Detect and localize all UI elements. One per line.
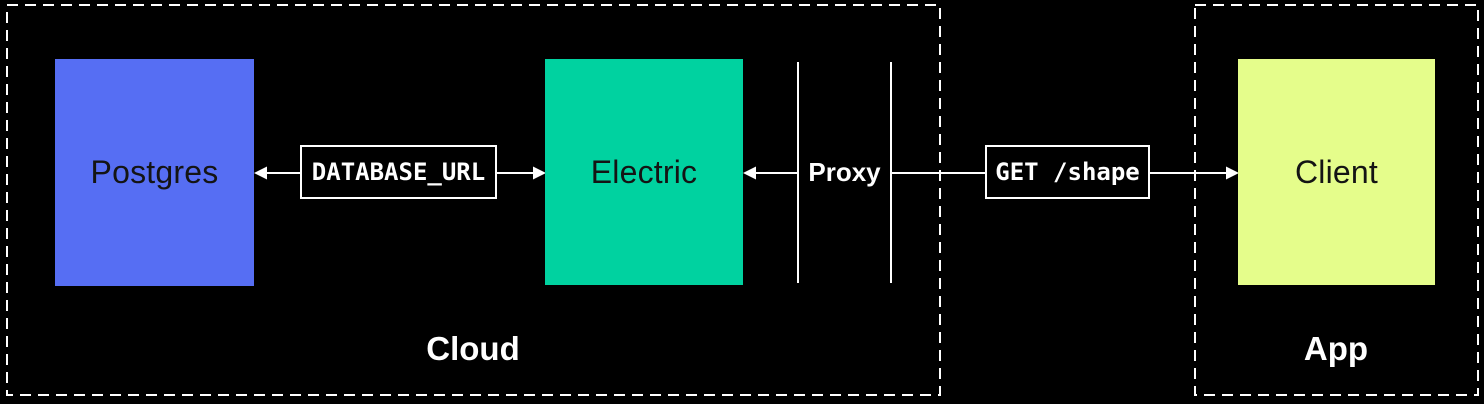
postgres-node: Postgres <box>55 59 254 286</box>
get-shape-label: GET /shape <box>995 158 1140 186</box>
arrowhead-into-electric-right <box>743 166 756 180</box>
client-node-label: Client <box>1294 153 1378 190</box>
client-node: Client <box>1238 59 1435 285</box>
proxy-label: Proxy <box>808 156 881 187</box>
arrowhead-into-postgres <box>254 166 267 180</box>
arrowhead-into-electric-left <box>533 166 546 180</box>
cloud-group-label: Cloud <box>426 330 520 367</box>
get-shape-label-box: GET /shape <box>985 145 1150 199</box>
electric-node-label: Electric <box>590 153 698 190</box>
database-url-label: DATABASE_URL <box>311 158 486 186</box>
cloud-group-border <box>6 4 941 396</box>
database-url-label-box: DATABASE_URL <box>300 145 497 199</box>
app-group-border <box>1194 4 1479 396</box>
app-group-label: App <box>1303 330 1369 367</box>
electric-node: Electric <box>545 59 743 285</box>
postgres-node-label: Postgres <box>90 154 219 190</box>
arrowhead-into-client <box>1226 166 1239 180</box>
